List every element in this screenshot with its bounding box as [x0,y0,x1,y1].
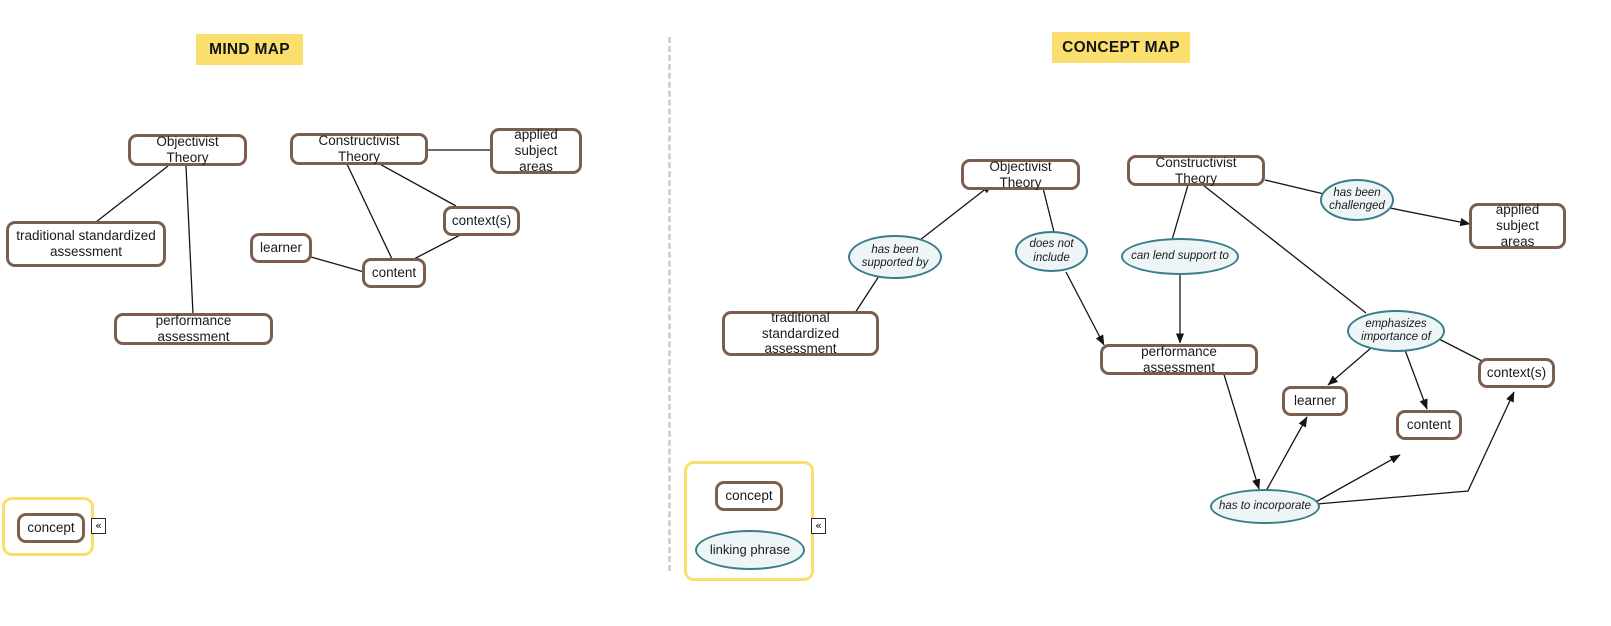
cm-edge-constructivist-challenged [1264,179,1325,195]
cm-edge-traditional-supported [854,275,880,314]
cm-edge-emphasizes-learner [1327,347,1372,386]
linking-phrase-has-been-challenged[interactable]: has been challenged [1320,179,1394,221]
mind-map-node-applied-subject-areas[interactable]: applied subject areas [490,127,582,174]
panel-divider [668,37,671,571]
cm-edge-emphasizes-content [1404,349,1428,410]
concept-map-legend: concept linking phrase [684,461,814,581]
mind-map-node-objectivist-theory[interactable]: Objectivist Theory [128,134,247,166]
legend-concept-box[interactable]: concept [17,513,85,543]
concept-map-title-banner: CONCEPT MAP [1052,32,1190,63]
cm-edge-incorporate-content [1313,454,1401,504]
mind-map-node-content[interactable]: content [362,258,426,288]
concept-map-node-contexts[interactable]: context(s) [1478,358,1555,388]
linking-phrase-has-to-incorporate[interactable]: has to incorporate [1210,489,1320,524]
cm-edge-notinclude-performance [1065,271,1105,346]
linking-phrase-has-been-supported-by[interactable]: has been supported by [848,235,942,279]
cm-edge-supported-objectivist [919,183,993,241]
mind-map-node-performance-assessment[interactable]: performance assessment [114,313,273,345]
mm-edge-content-contexts [411,232,465,261]
concept-map-node-traditional-standardized-assessment[interactable]: traditional standardized assessment [722,310,879,356]
mind-map-legend-collapse-icon[interactable]: « [91,518,106,534]
mm-edge-constructivist-contexts [375,161,457,207]
mm-edge-objectivist-performance [185,165,194,315]
concept-map-node-objectivist-theory[interactable]: Objectivist Theory [961,159,1080,190]
mind-map-node-traditional-standardized-assessment[interactable]: traditional standardized assessment [6,221,166,267]
legend-concept-box[interactable]: concept [715,481,783,511]
mind-map-legend: concept [2,497,94,556]
linking-phrase-can-lend-support-to[interactable]: can lend support to [1121,238,1239,275]
mind-map-node-learner[interactable]: learner [250,233,312,263]
mind-map-node-constructivist-theory[interactable]: Constructivist Theory [290,133,428,165]
mind-map-node-contexts[interactable]: context(s) [443,206,520,236]
concept-map-node-performance-assessment[interactable]: performance assessment [1100,344,1258,375]
legend-linking-phrase-ellipse[interactable]: linking phrase [695,530,805,570]
linking-phrase-does-not-include[interactable]: does not include [1015,231,1088,272]
concept-map-legend-collapse-icon[interactable]: « [811,518,826,534]
mm-edge-objectivist-traditional [95,165,169,223]
mm-edge-learner-content [310,256,365,273]
concept-map-node-constructivist-theory[interactable]: Constructivist Theory [1127,155,1265,186]
cm-edge-challenged-applied [1389,207,1471,227]
linking-phrase-emphasizes-importance-of[interactable]: emphasizes importance of [1347,310,1445,352]
concept-map-node-content[interactable]: content [1396,410,1462,440]
mm-edge-constructivist-content [345,161,393,260]
cm-edge-emphasizes-contexts [1434,336,1483,362]
concept-map-node-learner[interactable]: learner [1282,386,1348,416]
concept-map-node-applied-subject-areas[interactable]: applied subject areas [1469,202,1566,249]
cm-edge-constructivist-lendsupport [1171,184,1189,241]
cm-edge-performance-incorporate [1221,367,1261,490]
mind-map-title-banner: MIND MAP [196,34,303,65]
cm-edge-incorporate-learner [1265,416,1308,492]
cm-edge-objectivist-notinclude [1042,187,1055,233]
